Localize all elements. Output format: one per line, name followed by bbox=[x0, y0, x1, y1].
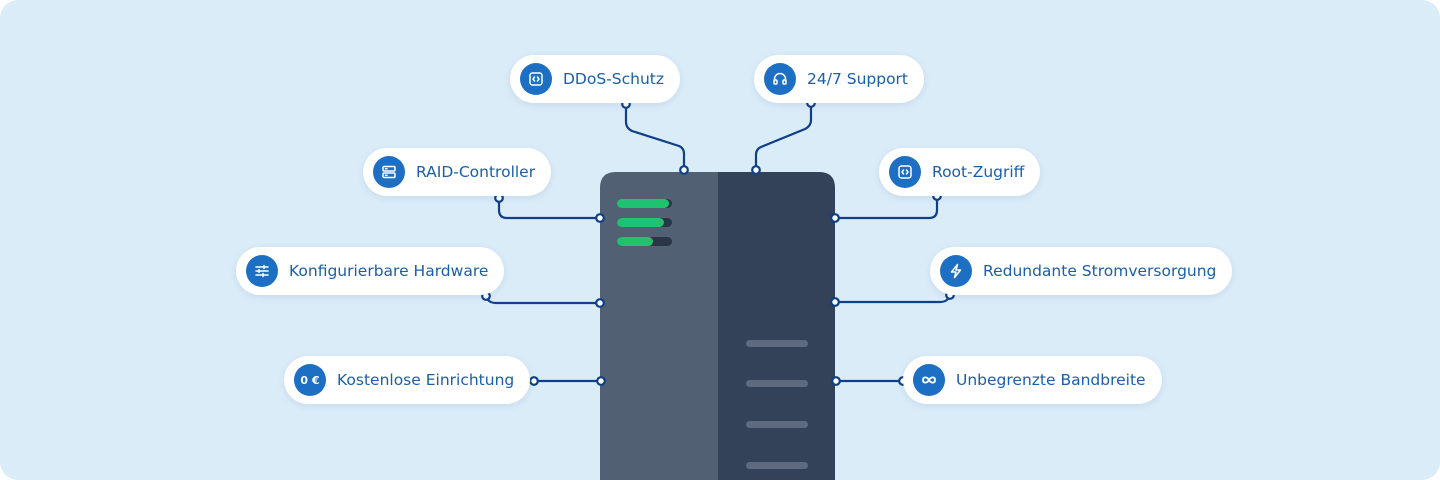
server-right-panel bbox=[718, 172, 835, 480]
server-left-panel bbox=[600, 172, 718, 480]
feature-label: RAID-Controller bbox=[416, 163, 536, 181]
wire-raid bbox=[497, 198, 600, 220]
infinity-icon bbox=[913, 364, 945, 396]
feature-configurable-hardware: Konfigurierbare Hardware bbox=[236, 247, 505, 295]
feature-label: Kostenlose Einrichtung bbox=[337, 371, 515, 389]
lightning-bolt-icon bbox=[940, 255, 972, 287]
node bbox=[830, 297, 840, 307]
connector-nodes bbox=[481, 98, 955, 386]
node bbox=[679, 165, 689, 175]
feature-root-access: Root-Zugriff bbox=[879, 148, 1041, 196]
euro-price-text: 0 € bbox=[300, 373, 320, 387]
feature-label: 24/7 Support bbox=[807, 70, 909, 88]
indicator-led-2 bbox=[617, 218, 664, 227]
headset-icon bbox=[764, 63, 796, 95]
sliders-icon bbox=[246, 255, 278, 287]
vent-slot-4 bbox=[746, 462, 808, 469]
feature-ddos-protection: DDoS-Schutz bbox=[510, 55, 681, 103]
server-stack-icon bbox=[373, 156, 405, 188]
code-brackets-icon bbox=[889, 156, 921, 188]
feature-label: Root-Zugriff bbox=[932, 163, 1025, 181]
feature-label: Redundante Stromversorgung bbox=[983, 262, 1217, 280]
server-tower bbox=[600, 172, 835, 480]
wire-root bbox=[835, 196, 939, 220]
indicator-led-3 bbox=[617, 237, 653, 246]
node bbox=[596, 376, 606, 386]
feature-free-setup: 0 € Kostenlose Einrichtung bbox=[284, 356, 531, 404]
wire-support bbox=[754, 103, 813, 170]
vent-slot-3 bbox=[746, 421, 808, 428]
node bbox=[751, 165, 761, 175]
feature-label: DDoS-Schutz bbox=[563, 70, 665, 88]
node bbox=[830, 213, 840, 223]
euro-price-icon: 0 € bbox=[294, 364, 326, 396]
vent-slot-1 bbox=[746, 340, 808, 347]
vent-slot-2 bbox=[746, 380, 808, 387]
feature-unlimited-bandwidth: Unbegrenzte Bandbreite bbox=[903, 356, 1162, 404]
feature-redundant-power: Redundante Stromversorgung bbox=[930, 247, 1233, 295]
feature-support: 24/7 Support bbox=[754, 55, 925, 103]
connector-lines bbox=[484, 103, 952, 383]
node bbox=[595, 298, 605, 308]
feature-label: Konfigurierbare Hardware bbox=[289, 262, 489, 280]
indicator-led-1 bbox=[617, 199, 669, 208]
code-brackets-icon bbox=[520, 63, 552, 95]
node bbox=[595, 213, 605, 223]
wire-power bbox=[835, 294, 952, 304]
wire-hardware bbox=[484, 295, 600, 305]
node bbox=[831, 376, 841, 386]
wire-ddos bbox=[624, 104, 686, 170]
feature-raid-controller: RAID-Controller bbox=[363, 148, 552, 196]
feature-label: Unbegrenzte Bandbreite bbox=[956, 371, 1146, 389]
node bbox=[529, 376, 539, 386]
